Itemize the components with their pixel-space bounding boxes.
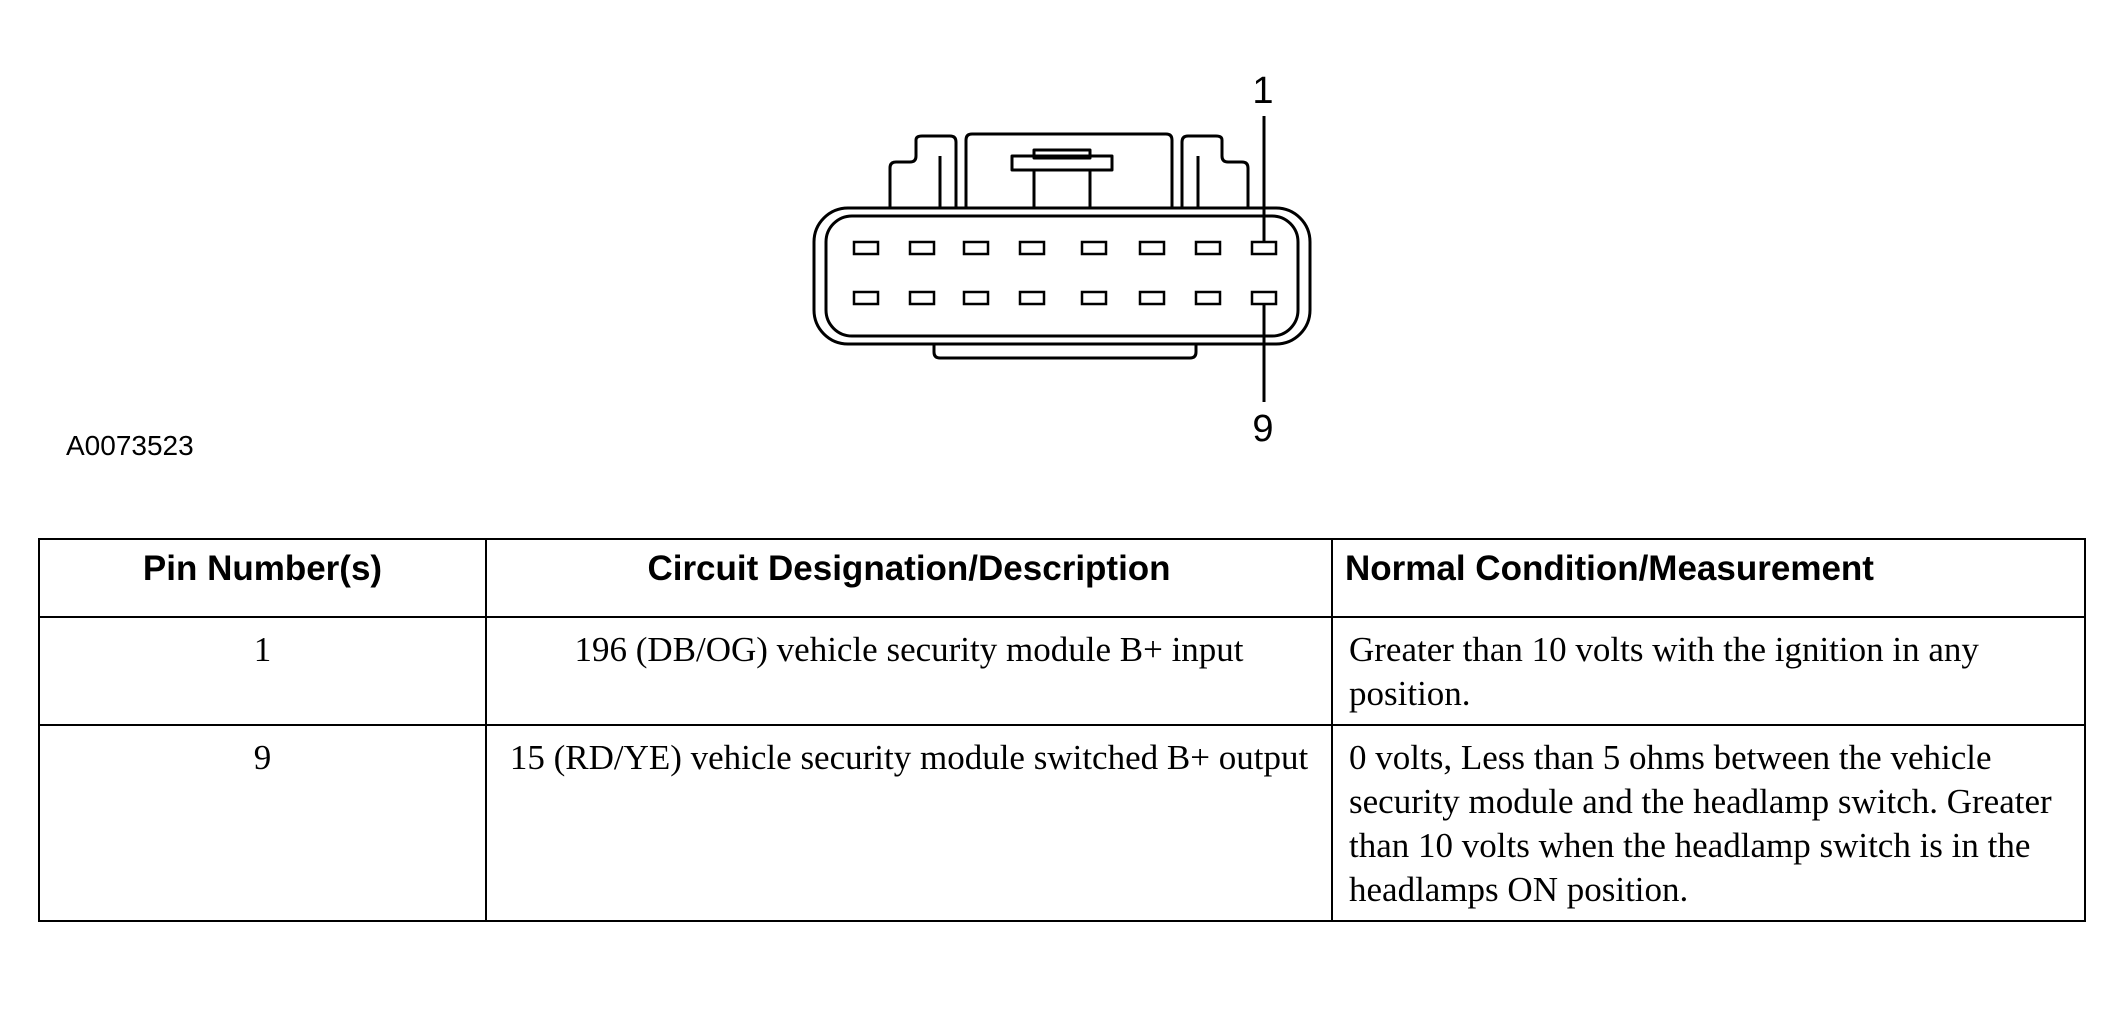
connector-body-outer — [812, 206, 1312, 346]
pin-cavity-r1-6 — [962, 240, 990, 256]
pin-cavity-r1-8 — [852, 240, 880, 256]
pin-cavity-r2-16 — [852, 290, 880, 306]
lock-tab-inner — [1032, 148, 1092, 160]
table-row: 9 15 (RD/YE) vehicle security module swi… — [38, 724, 2086, 922]
pinout-table: Pin Number(s) Circuit Designation/Descri… — [38, 538, 2086, 922]
pin-cavity-r1-7 — [908, 240, 936, 256]
cell-circuit: 196 (DB/OG) vehicle security module B+ i… — [485, 616, 1333, 726]
pin-cavity-r2-10 — [1194, 290, 1222, 306]
callout-pin-9: 9 — [1252, 408, 1274, 450]
table-header-row: Pin Number(s) Circuit Designation/Descri… — [38, 538, 2086, 618]
right-latch — [1180, 134, 1250, 208]
header-circuit: Circuit Designation/Description — [485, 538, 1333, 618]
pin-cavity-r2-12 — [1080, 290, 1108, 306]
pin-cavity-r2-11 — [1138, 290, 1166, 306]
cell-pin: 9 — [38, 724, 487, 922]
header-pin-numbers: Pin Number(s) — [38, 538, 487, 618]
pin-cavity-r2-14 — [962, 290, 990, 306]
pin-cavity-r1-4 — [1080, 240, 1108, 256]
pin-cavity-r1-2 — [1194, 240, 1222, 256]
figure-id: A0073523 — [66, 430, 194, 461]
cell-condition: 0 volts, Less than 5 ohms between the ve… — [1331, 724, 2086, 922]
locking-bar — [964, 132, 1174, 208]
pin-cavity-r1-5 — [1018, 240, 1046, 256]
pin-cavity-r2-13 — [1018, 290, 1046, 306]
lock-tab-body — [1032, 168, 1092, 210]
pin-cavity-9 — [1250, 290, 1278, 306]
callout-pin-1: 1 — [1252, 70, 1274, 112]
pin-cavity-r2-15 — [908, 290, 936, 306]
bottom-key — [932, 344, 1198, 360]
left-latch — [888, 134, 958, 208]
pin-cavity-r1-3 — [1138, 240, 1166, 256]
pin-cavity-1 — [1250, 240, 1278, 256]
cell-condition: Greater than 10 volts with the ignition … — [1331, 616, 2086, 726]
cell-circuit: 15 (RD/YE) vehicle security module switc… — [485, 724, 1333, 922]
table-row: 1 196 (DB/OG) vehicle security module B+… — [38, 616, 2086, 726]
header-condition: Normal Condition/Measurement — [1331, 538, 2086, 618]
cell-pin: 1 — [38, 616, 487, 726]
connector-body-inner — [824, 214, 1300, 338]
connector-diagram — [812, 116, 1312, 402]
